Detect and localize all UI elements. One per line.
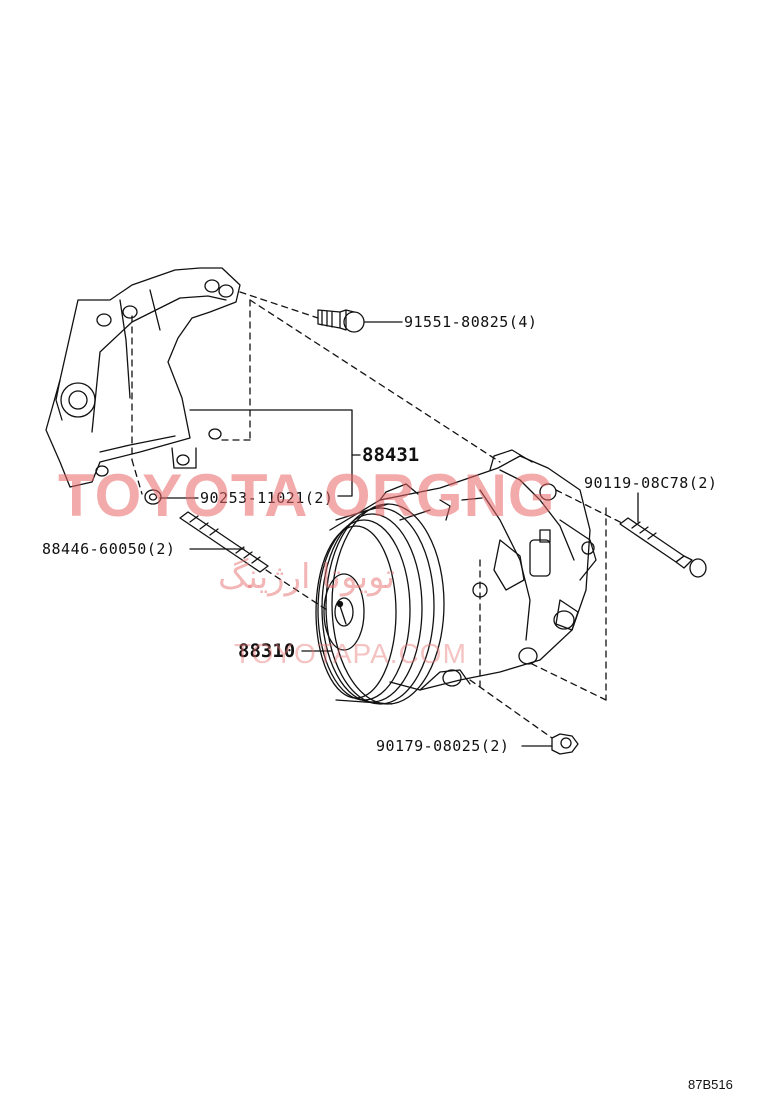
stud-88446 [179,511,269,573]
callout-bolt-91551[interactable]: 91551-80825(4) [404,313,538,331]
watermark-url: TOYOTAPA.COM [234,638,467,669]
callout-stud-88446[interactable]: 88446-60050(2) [42,540,176,558]
bolt-91551 [317,309,365,333]
assembly-lines [131,291,625,739]
compressor-bracket [45,267,241,488]
watermark-persian: تویوتا ارژینگ [218,557,396,597]
nut-90253 [144,489,162,505]
ac-compressor [315,449,597,705]
watermark-brand: TOYOTA ORGNG [58,462,556,529]
illustration-reference: 87B516 [688,1077,733,1092]
callout-bracket-88431[interactable]: 88431 [362,444,420,466]
callout-nut-90179[interactable]: 90179-08025(2) [376,737,510,755]
bolt-90119 [619,517,707,578]
callout-compressor-88310[interactable]: 88310 [238,640,296,662]
nut-90179 [551,733,579,755]
callout-nut-90253[interactable]: 90253-11021(2) [200,489,334,507]
leader-lines [159,321,639,747]
callout-bolt-90119[interactable]: 90119-08C78(2) [584,474,718,492]
